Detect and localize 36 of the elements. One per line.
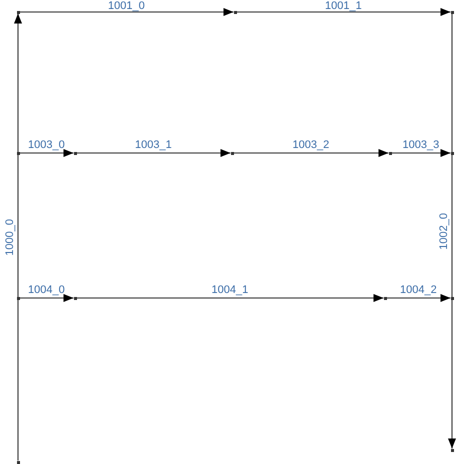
- edge-label: 1002_0: [438, 212, 450, 250]
- junction-point: [234, 10, 236, 14]
- edge-label: 1003_1: [135, 139, 172, 151]
- junction-point: [230, 152, 234, 154]
- junction-point: [450, 10, 454, 14]
- junction-point: [388, 152, 392, 154]
- junction-point: [74, 152, 76, 154]
- junction-point: [16, 296, 20, 300]
- junction-point: [450, 448, 454, 452]
- arrow: [386, 294, 450, 302]
- arrow: [20, 149, 74, 157]
- arrow: [76, 294, 384, 302]
- arrow: [20, 8, 234, 16]
- edge-label: 1003_2: [292, 139, 330, 151]
- edge-label: 1003_0: [28, 139, 65, 151]
- junction-point: [16, 460, 20, 464]
- edge-label: 1001_0: [108, 0, 145, 12]
- junction-point: [450, 152, 454, 154]
- arrow: [448, 14, 456, 448]
- arrow: [392, 149, 450, 157]
- arrow: [20, 294, 74, 302]
- junction-point: [384, 296, 386, 300]
- edge-label: 1004_0: [28, 284, 65, 296]
- junction-point: [16, 10, 20, 14]
- junction-point: [16, 152, 20, 154]
- arrow: [236, 8, 450, 16]
- edge-label: 1004_1: [212, 284, 248, 296]
- arrow: [234, 149, 388, 157]
- edge-label: 1001_1: [325, 0, 362, 12]
- arrow: [76, 149, 230, 157]
- edge-label: 1003_3: [402, 139, 440, 151]
- junction-point: [74, 296, 76, 300]
- edge-label: 1000_0: [4, 218, 16, 256]
- junction-point: [450, 296, 454, 300]
- edge-label: 1004_2: [400, 284, 437, 296]
- arrow: [14, 14, 22, 460]
